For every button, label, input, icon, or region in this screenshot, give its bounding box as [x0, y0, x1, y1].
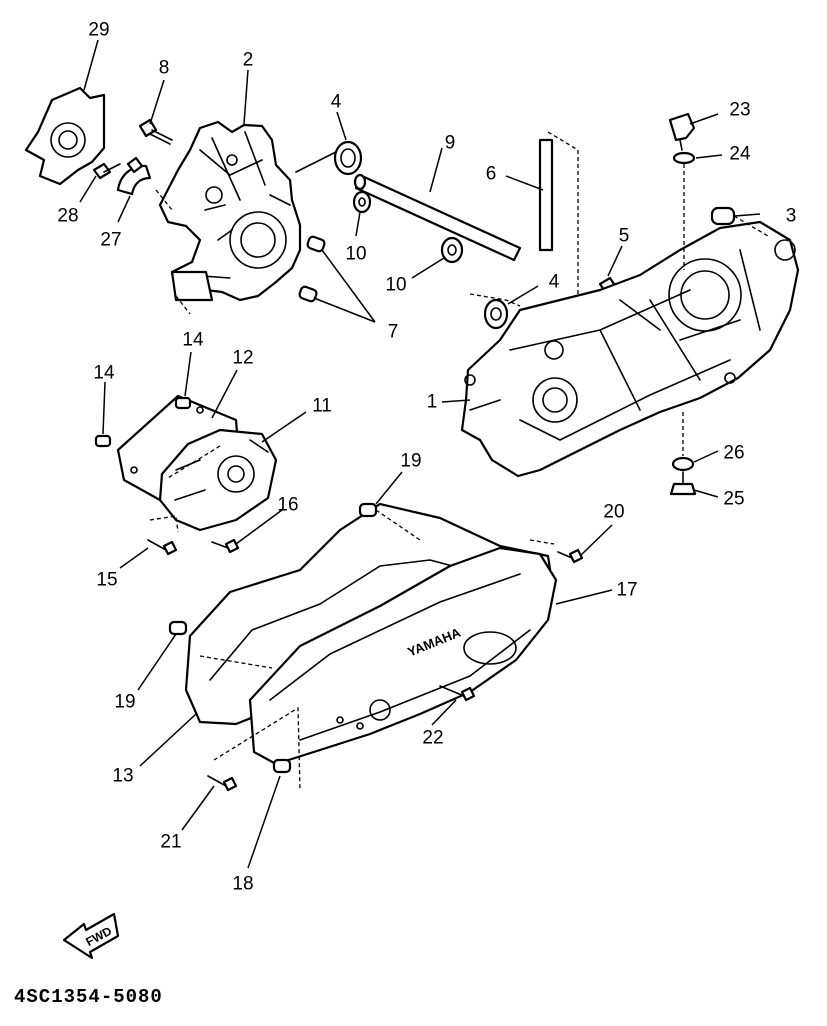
- part-20-bolt: [557, 548, 584, 564]
- drawing-code: 4SC1354-5080: [14, 986, 163, 1008]
- part-25-drain-bolt: [669, 471, 697, 496]
- part-27-bracket: [116, 156, 152, 196]
- forward-arrow-icon: FWD: [62, 912, 120, 960]
- part-2-left-crankcase: [158, 120, 302, 302]
- callout-6: 6: [485, 163, 497, 185]
- callout-4-upper: 4: [330, 91, 342, 113]
- callout-2: 2: [242, 49, 254, 71]
- callout-29: 29: [88, 19, 110, 41]
- callout-15: 15: [96, 569, 118, 591]
- callout-28: 28: [57, 205, 79, 227]
- callout-14-left: 14: [93, 362, 115, 384]
- callout-18: 18: [232, 873, 254, 895]
- part-7-dowels: [298, 235, 326, 303]
- callout-1: 1: [426, 391, 438, 413]
- part-24-o-ring: [672, 151, 696, 270]
- callout-8: 8: [158, 57, 170, 79]
- callout-9: 9: [444, 132, 456, 154]
- part-6-pin: [538, 131, 579, 310]
- callout-22: 22: [422, 727, 444, 749]
- callout-11: 11: [312, 395, 332, 417]
- callout-10-lower: 10: [385, 274, 407, 296]
- callout-19-upper: 19: [400, 450, 422, 472]
- callout-24: 24: [729, 143, 751, 165]
- part-18-dowel: [272, 758, 292, 774]
- callout-17: 17: [616, 579, 638, 601]
- callout-14-upper: 14: [182, 329, 204, 351]
- part-8-bolt: [138, 118, 173, 145]
- part-3-dowel: [710, 206, 769, 237]
- part-19-dowel-upper: [358, 502, 378, 518]
- part-19-dowel-lower: [168, 620, 188, 636]
- part-17-crankcase-cover: YAMAHA: [248, 546, 558, 766]
- leader-lines: [79, 39, 761, 869]
- callout-23: 23: [729, 99, 751, 121]
- callout-4-lower: 4: [548, 271, 560, 293]
- callout-16: 16: [277, 494, 299, 516]
- callout-21: 21: [160, 831, 182, 853]
- part-23-plug: [668, 112, 696, 151]
- callout-10-upper: 10: [345, 243, 367, 265]
- callout-12: 12: [232, 347, 254, 369]
- callout-19-lower: 19: [114, 691, 136, 713]
- part-4-bearing-lower: [483, 298, 509, 330]
- callout-25: 25: [723, 488, 745, 510]
- part-15-bolt: [147, 539, 178, 556]
- part-11-cover: [158, 428, 278, 532]
- callout-26: 26: [723, 442, 745, 464]
- part-29-plate: [24, 86, 106, 186]
- part-10-washer-lower: [440, 236, 464, 264]
- part-9-shaft: [353, 173, 522, 262]
- callout-13: 13: [112, 765, 134, 787]
- callout-3: 3: [785, 205, 797, 227]
- part-16-bolt: [211, 538, 240, 554]
- callout-20: 20: [603, 501, 625, 523]
- part-1-right-crankcase: [460, 220, 800, 478]
- assembly-lines: [149, 189, 555, 791]
- callout-5: 5: [618, 225, 630, 247]
- part-14-dowel-b: [94, 434, 112, 448]
- callout-27: 27: [100, 229, 122, 251]
- part-10-washer-upper: [352, 190, 372, 214]
- part-4-bearing-upper: [295, 140, 363, 176]
- part-21-bolt: [207, 775, 238, 792]
- part-22-bolt: [439, 685, 476, 702]
- callout-7: 7: [387, 321, 399, 343]
- part-26-washer: [671, 412, 695, 472]
- part-14-dowel-a: [174, 396, 192, 410]
- part-28-bolt: [92, 162, 121, 180]
